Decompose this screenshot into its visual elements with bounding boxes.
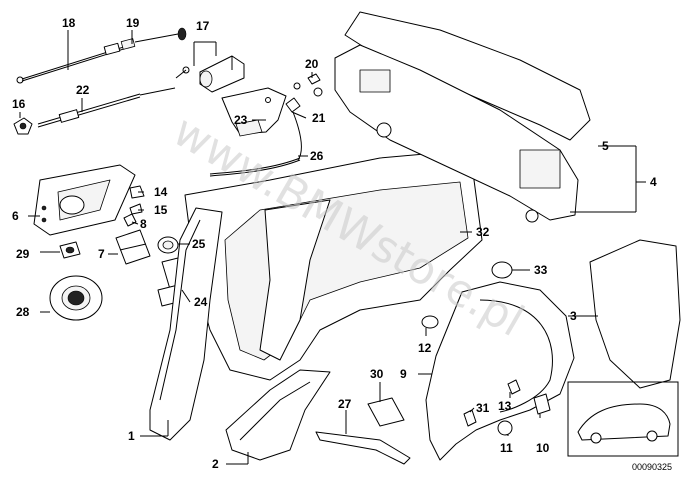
part-inner-arch [259,199,331,361]
part-1-sill [149,207,223,441]
part-25-grommet [157,236,179,254]
label-21: 21 [312,111,326,125]
label-18: 18 [62,16,76,30]
part-26-cable [209,157,301,177]
label-33: 33 [534,263,548,277]
part-22-rod [37,87,176,128]
part-19-rod [103,27,187,56]
part-33-grommet [491,261,513,279]
label-31: 31 [476,401,490,415]
part-17-actuator [175,55,245,93]
label-4: 4 [650,175,657,189]
label-14: 14 [154,185,168,199]
part-27-strip [315,431,411,465]
part-29-rubber [59,241,81,259]
label-5: 5 [602,139,609,153]
label-26: 26 [310,149,324,163]
label-17: 17 [196,19,210,33]
part-31-clip [463,409,477,427]
label-29: 29 [16,247,30,261]
part-5-rear-panel [334,11,591,223]
label-1: 1 [128,429,135,443]
label-24: 24 [194,295,208,309]
label-30: 30 [370,367,384,381]
part-21-guide [285,97,302,161]
label-12: 12 [418,341,432,355]
label-16: 16 [12,97,26,111]
part-30-bracket [367,397,405,427]
part-15-clip [129,203,143,215]
part-11-nut [497,420,513,436]
label-15: 15 [154,203,168,217]
part-10-clip [533,393,551,415]
part-28-grommet [49,275,103,321]
leader-lines [19,30,646,465]
label-19: 19 [126,16,140,30]
part-6-flap-housing [33,164,136,236]
part-12-plug [421,315,439,329]
label-6: 6 [12,209,19,223]
label-2: 2 [212,457,219,471]
label-20: 20 [305,57,319,71]
part-14-buffer [129,185,145,199]
part-9-arch-liner [425,281,575,461]
label-8: 8 [140,217,147,231]
part-23-bracket [221,87,287,137]
label-3: 3 [570,309,577,323]
part-3-outer-panel [589,239,681,389]
label-23: 23 [234,113,248,127]
part-20-screw [293,73,323,97]
label-32: 32 [476,225,490,239]
label-10: 10 [536,441,550,455]
label-28: 28 [16,305,30,319]
part-13-screw [507,379,521,395]
label-27: 27 [338,397,352,411]
label-11: 11 [500,441,513,455]
part-2-sill [225,369,331,461]
part-16-clip [13,117,33,135]
label-25: 25 [192,237,206,251]
part-8-clip [123,213,137,227]
part-7-bracket [115,229,151,265]
diagram-code: 00090325 [632,462,672,472]
label-9: 9 [400,367,407,381]
label-13: 13 [498,399,512,413]
callout-labels: 18 19 17 20 22 16 23 21 26 5 4 14 15 8 6… [12,16,657,471]
car-thumbnail [567,381,679,457]
label-22: 22 [76,83,90,97]
label-7: 7 [98,247,105,261]
